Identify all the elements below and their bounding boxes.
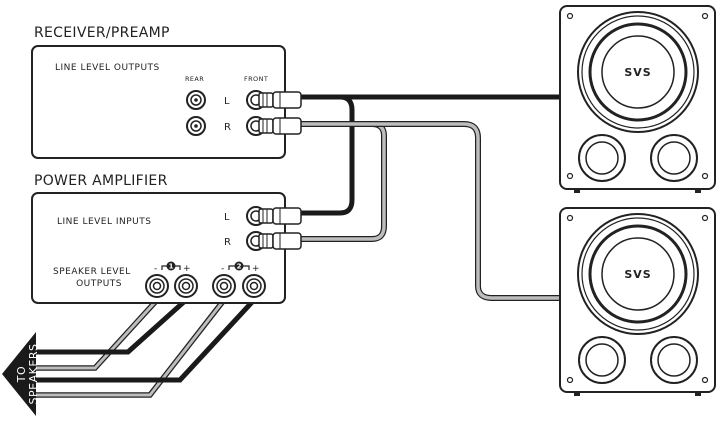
ch2-minus-sign: - (221, 264, 224, 274)
speaker-outputs-label-line2: OUTPUTS (76, 279, 122, 289)
to-speakers-arrow: TO SPEAKERS (2, 332, 40, 416)
subwoofer-2-logo: SVS (624, 268, 651, 281)
rear-label: REAR (185, 75, 204, 83)
subwoofer-2: SVS (559, 207, 716, 396)
arrow-label-line1: TO (15, 366, 28, 383)
amp-right-label: R (224, 237, 231, 248)
channel-2-marker: - 2 + (221, 261, 260, 274)
subwoofer-2-port-left (578, 336, 626, 384)
subwoofer-2-port-right (650, 336, 698, 384)
arrow-head-icon (2, 332, 36, 416)
cable-front-left-to-amp-left (300, 94, 355, 216)
cable-front-right-to-sub2 (300, 121, 560, 301)
line-level-outputs-label: LINE LEVEL OUTPUTS (55, 63, 160, 73)
amp-left-label: L (224, 212, 230, 223)
ch2-plus-sign: + (252, 264, 260, 274)
channel-1-badge: 1 (169, 263, 174, 271)
amp-right-rca-plug (258, 232, 302, 250)
rear-left-rca-jack[interactable] (186, 90, 206, 110)
subwoofer-1-port-right (650, 134, 698, 182)
front-left-rca-plug (258, 91, 302, 109)
speaker-wires (30, 290, 257, 398)
receiver-title: RECEIVER/PREAMP (34, 25, 170, 41)
amplifier-title: POWER AMPLIFIER (34, 173, 168, 189)
channel-2-badge: 2 (237, 263, 242, 271)
arrow-label-line2: SPEAKERS (27, 344, 40, 405)
ch1-minus-binding-post[interactable] (145, 274, 169, 298)
subwoofer-2-driver (577, 213, 699, 335)
subwoofer-1-logo: SVS (624, 66, 651, 79)
channel-1-marker: - 1 + (154, 261, 191, 274)
ch1-plus-sign: + (183, 264, 191, 274)
cable-front-right-to-amp-right (300, 121, 387, 242)
rear-right-rca-jack[interactable] (186, 116, 206, 136)
receiver-preamp: RECEIVER/PREAMP LINE LEVEL OUTPUTS REAR … (31, 25, 302, 159)
line-level-inputs-label: LINE LEVEL INPUTS (57, 217, 151, 227)
subwoofer-1-port-left (578, 134, 626, 182)
ch1-minus-sign: - (154, 264, 157, 274)
front-right-rca-plug (258, 117, 302, 135)
power-amplifier: POWER AMPLIFIER LINE LEVEL INPUTS L R SP… (31, 173, 302, 304)
front-label: FRONT (244, 75, 268, 83)
speaker-outputs-label-line1: SPEAKER LEVEL (53, 267, 131, 277)
subwoofer-1-driver (577, 11, 699, 133)
subwoofer-1: SVS (559, 5, 716, 193)
amp-left-rca-plug (258, 207, 302, 225)
ch1-plus-binding-post[interactable] (174, 274, 198, 298)
ch2-minus-binding-post[interactable] (212, 274, 236, 298)
receiver-right-label: R (224, 122, 231, 133)
ch2-plus-binding-post[interactable] (242, 274, 266, 298)
receiver-left-label: L (224, 96, 230, 107)
